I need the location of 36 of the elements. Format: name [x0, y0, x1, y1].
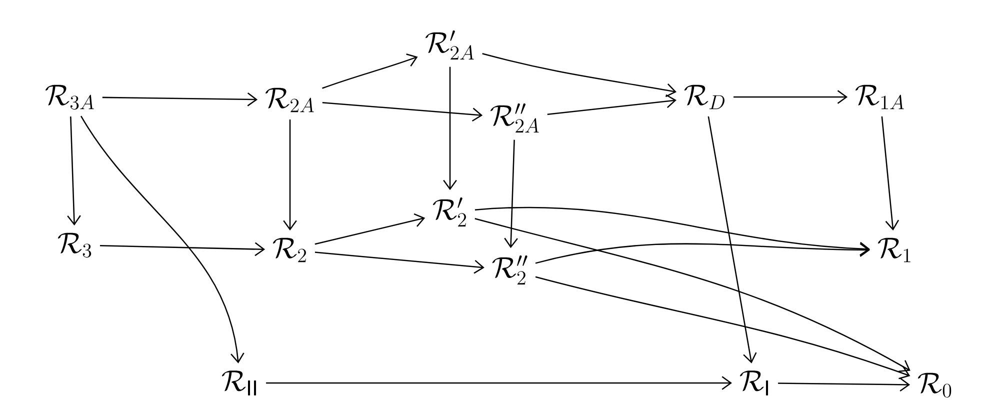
- symbol-label: $\mathcal{R}'_{2}$: [432, 197, 466, 227]
- arrow: [102, 92, 258, 106]
- symbol-label: $\mathcal{R}_{3}$: [58, 232, 92, 258]
- arrow: [708, 116, 757, 364]
- arrow: [504, 140, 518, 248]
- arrow: [100, 242, 266, 256]
- symbol-label: $\mathcal{R}_{1A}$: [856, 84, 904, 110]
- symbol-label: $\mathcal{R}'_{2A}$: [426, 30, 474, 60]
- symbol-label: $\mathcal{R}_{3A}$: [46, 84, 94, 110]
- arrow: [314, 252, 484, 274]
- symbol-label: $\mathcal{R}_{2A}$: [266, 88, 314, 112]
- symbol-label: $\mathcal{R}_{D}$: [684, 84, 724, 110]
- arrow: [474, 207, 870, 256]
- arrow: [80, 116, 244, 364]
- symbol-label: $\mathcal{R}''_{2}$: [492, 255, 528, 285]
- arrow: [474, 218, 910, 372]
- arrow: [266, 376, 732, 390]
- arrow: [283, 119, 297, 231]
- symbol-label: $\mathcal{R}_{0}$: [918, 372, 952, 398]
- symbol-label: $\mathcal{R}_{1}$: [878, 238, 910, 262]
- arrow: [322, 53, 418, 89]
- symbol-label: $\mathcal{R}_{\mathrm{II}}$: [222, 370, 256, 396]
- arrow: [778, 378, 910, 392]
- symbol-label: $\mathcal{R}''_{2A}$: [490, 103, 539, 133]
- arrow: [67, 116, 81, 226]
- arrow: [314, 213, 426, 245]
- arrow: [881, 116, 900, 231]
- arrow: [482, 53, 677, 98]
- arrow: [535, 243, 870, 264]
- symbol-label: $\mathcal{R}_{\mathrm{I}}$: [740, 370, 768, 396]
- arrow: [443, 66, 457, 190]
- arrow: [322, 102, 483, 122]
- arrow: [535, 276, 910, 380]
- symbol-label: $\mathcal{R}_{2}$: [272, 238, 306, 262]
- arrow: [734, 90, 848, 104]
- arrow: [547, 94, 676, 116]
